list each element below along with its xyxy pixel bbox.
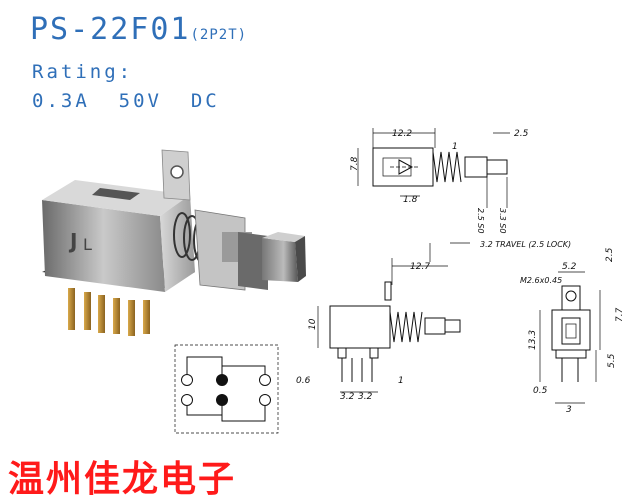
dim-side-h: 10 bbox=[308, 318, 318, 330]
dim-top-pitch: 2.5 bbox=[514, 129, 529, 139]
dim-end-25: 2.5 bbox=[605, 247, 615, 262]
svg-text:J: J bbox=[68, 229, 77, 253]
brand-name: 温州佳龙电子 bbox=[8, 458, 237, 500]
dim-top-width: 12.2 bbox=[392, 129, 412, 139]
dim-top-bottom: 1.8 bbox=[403, 195, 418, 205]
side-view: 3.2 TRAVEL (2.5 LOCK) 12.7 10 0.6 1 3.2 … bbox=[296, 240, 571, 402]
top-view: 12.2 2.5 7.8 1 1.8 2.5 S0 3.3 S0 bbox=[350, 128, 529, 233]
rating-label: Rating: bbox=[32, 61, 134, 83]
dim-top-vert-b: 3.3 S0 bbox=[498, 208, 507, 233]
dim-end-55: 5.5 bbox=[607, 353, 617, 368]
dim-end-77: 7.7 bbox=[615, 307, 625, 322]
dim-end-3: 3 bbox=[566, 405, 572, 415]
model-title: PS-22F01(2P2T) bbox=[30, 12, 247, 47]
switch-illustration: J L bbox=[42, 149, 306, 336]
dim-side-32b: 3.2 bbox=[358, 392, 373, 402]
dim-side-len: 12.7 bbox=[410, 262, 430, 272]
dim-top-one: 1 bbox=[452, 142, 458, 152]
svg-text:L: L bbox=[83, 235, 92, 254]
dim-top-vert-a: 2.5 S0 bbox=[476, 208, 485, 233]
dim-end-52: 5.2 bbox=[562, 262, 577, 272]
schematic bbox=[174, 344, 279, 434]
model-number: PS-22F01 bbox=[30, 12, 191, 47]
dim-end-05: 0.5 bbox=[533, 386, 548, 396]
model-suffix: (2P2T) bbox=[190, 27, 248, 43]
end-view: M2.6x0.45 5.2 2.5 7.7 13.3 5.5 0.5 3 bbox=[520, 247, 625, 415]
dim-end-133: 13.3 bbox=[528, 330, 538, 350]
rating-block: Rating: 0.3A 50V DC bbox=[32, 58, 220, 116]
dim-travel: 3.2 TRAVEL (2.5 LOCK) bbox=[480, 240, 571, 249]
dim-side-06: 0.6 bbox=[296, 376, 311, 386]
dim-top-height: 7.8 bbox=[350, 156, 360, 171]
dim-side-1: 1 bbox=[398, 376, 404, 386]
dim-side-32: 3.2 bbox=[340, 392, 355, 402]
rating-value: 0.3A 50V DC bbox=[32, 90, 220, 112]
dim-end-hole: M2.6x0.45 bbox=[520, 276, 562, 285]
